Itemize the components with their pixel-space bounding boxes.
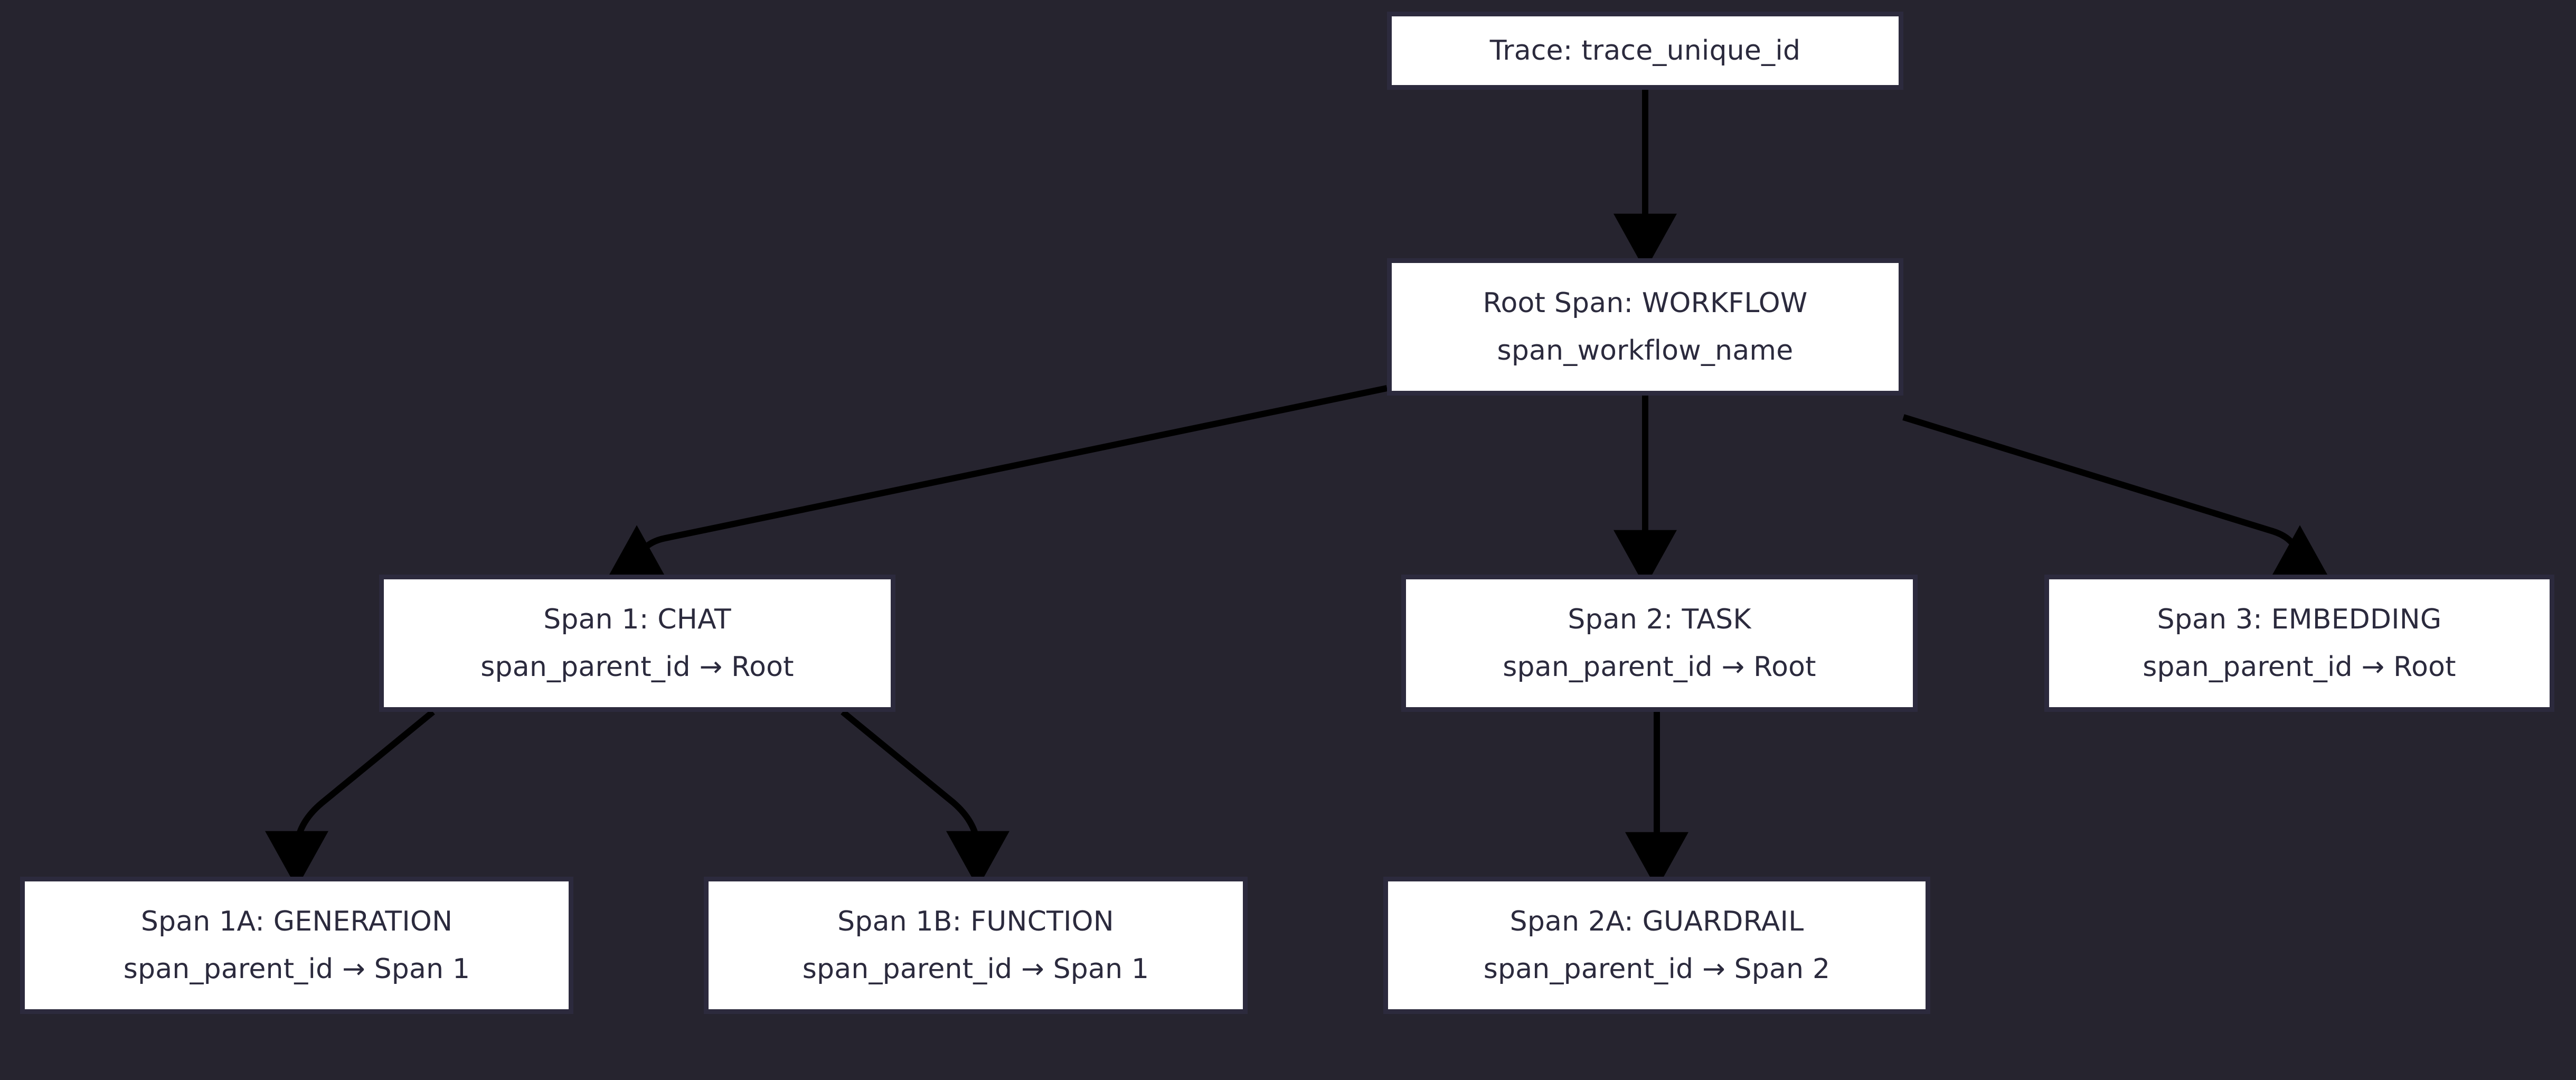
node-span-3[interactable]: Span 3: EMBEDDING span_parent_id → Root (2044, 575, 2554, 712)
node-span-1[interactable]: Span 1: CHAT span_parent_id → Root (379, 575, 895, 712)
node-span-2a-line-1: Span 2A: GUARDRAIL (1509, 905, 1804, 937)
edge-span-1-to-span-1a (265, 709, 435, 888)
node-root-span[interactable]: Root Span: WORKFLOW span_workflow_name (1387, 258, 1903, 396)
node-span-2-line-1: Span 2: TASK (1568, 603, 1751, 635)
node-root-span-line-1: Root Span: WORKFLOW (1483, 287, 1808, 319)
node-span-1b-line-2: span_parent_id → Span 1 (802, 953, 1149, 985)
node-span-2a-line-2: span_parent_id → Span 2 (1483, 953, 1830, 985)
node-span-1b-line-1: Span 1B: FUNCTION (837, 905, 1114, 937)
node-span-1a[interactable]: Span 1A: GENERATION span_parent_id → Spa… (20, 877, 573, 1014)
node-span-2a[interactable]: Span 2A: GUARDRAIL span_parent_id → Span… (1383, 877, 1930, 1014)
node-span-1a-line-2: span_parent_id → Span 1 (123, 953, 470, 985)
node-span-3-line-1: Span 3: EMBEDDING (2157, 603, 2442, 635)
node-root-span-line-2: span_workflow_name (1497, 335, 1794, 367)
node-span-1-line-1: Span 1: CHAT (543, 603, 731, 635)
node-span-1b[interactable]: Span 1B: FUNCTION span_parent_id → Span … (704, 877, 1248, 1014)
node-span-2[interactable]: Span 2: TASK span_parent_id → Root (1401, 575, 1918, 712)
edge-span-1-to-span-1b (841, 709, 1009, 888)
edge-root-span-to-span-1 (605, 385, 1388, 583)
node-trace[interactable]: Trace: trace_unique_id (1387, 12, 1903, 90)
node-span-1a-line-1: Span 1A: GENERATION (140, 905, 453, 937)
node-span-2-line-2: span_parent_id → Root (1503, 651, 1816, 683)
node-span-1-line-2: span_parent_id → Root (480, 651, 794, 683)
node-span-3-line-2: span_parent_id → Root (2143, 651, 2456, 683)
node-trace-line-1: Trace: trace_unique_id (1489, 34, 1801, 67)
edge-root-span-to-span-3 (1902, 414, 2332, 583)
